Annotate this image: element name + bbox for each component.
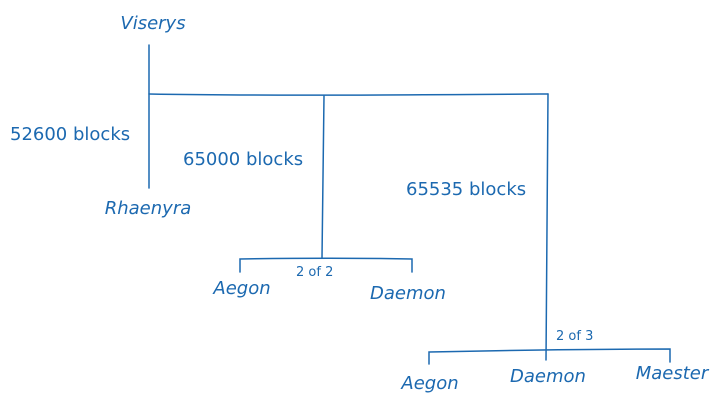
threshold-2of2: 2 of 2 (296, 265, 333, 280)
node-rhaenyra: Rhaenyra (105, 198, 192, 219)
edge-label-65000: 65000 blocks (183, 149, 303, 170)
node-daemon-2of2: Daemon (370, 283, 446, 304)
node-daemon-2of3: Daemon (510, 366, 586, 387)
branch-2of3-line (545, 93, 549, 361)
edge-label-52600: 52600 blocks (10, 124, 130, 145)
node-aegon-2of2: Aegon (212, 278, 270, 299)
node-maester: Maester (636, 363, 710, 384)
root-branch-line (148, 93, 549, 96)
node-viserys: Viserys (120, 13, 185, 34)
bracket-2of3 (428, 348, 671, 365)
branch-2of2-line (321, 95, 325, 259)
edge-label-65535: 65535 blocks (406, 179, 526, 200)
bracket-2of2 (239, 257, 413, 273)
node-aegon-2of3: Aegon (400, 373, 458, 394)
threshold-2of3: 2 of 3 (556, 329, 593, 344)
